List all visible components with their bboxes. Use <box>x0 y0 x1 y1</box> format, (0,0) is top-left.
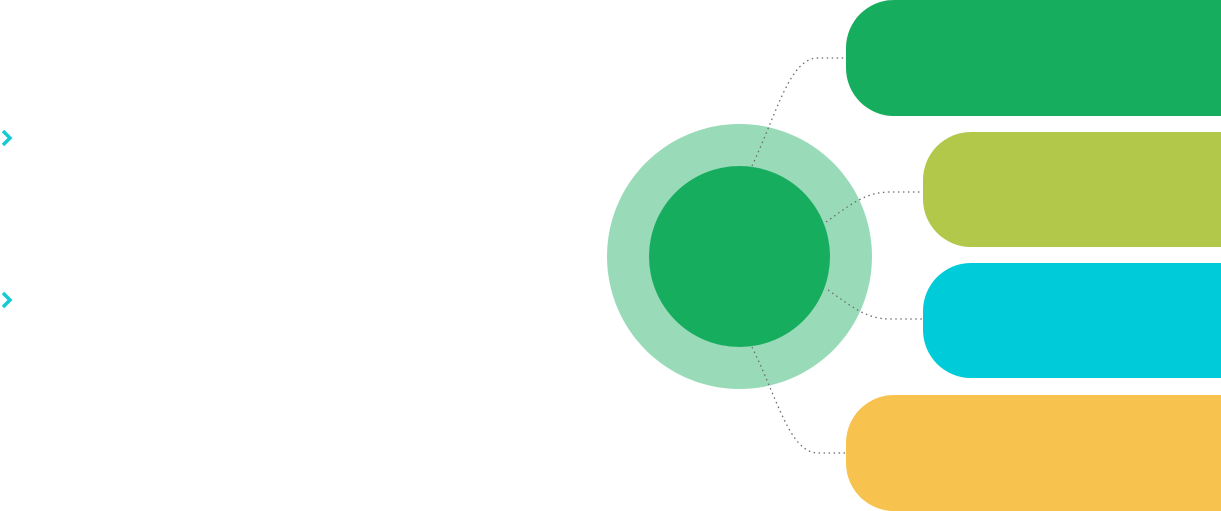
branch-bar-1 <box>846 0 1221 116</box>
branch-bar-2 <box>923 132 1221 247</box>
branch-bar-3 <box>923 263 1221 378</box>
branch-bar-4 <box>846 395 1221 511</box>
central-hub-circle <box>649 166 830 347</box>
chevron-right-icon <box>0 126 16 150</box>
chevron-right-icon <box>0 288 16 312</box>
